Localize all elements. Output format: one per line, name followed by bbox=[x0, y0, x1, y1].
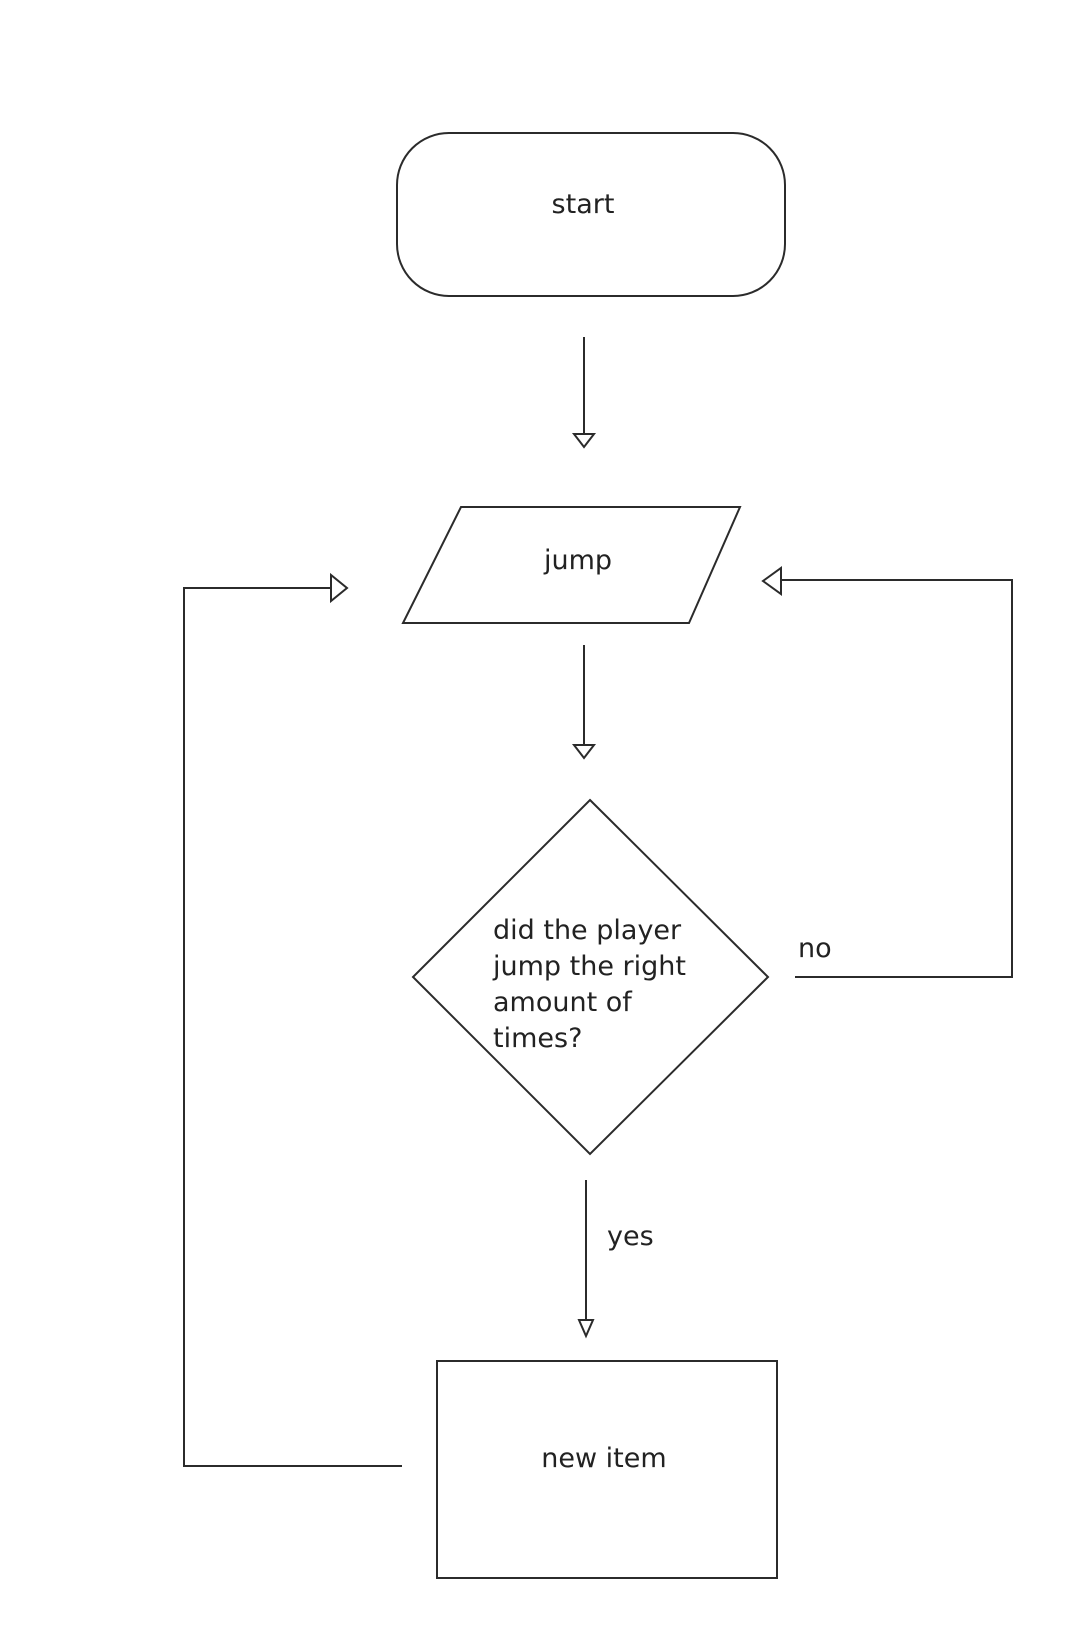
jump-label: jump bbox=[543, 545, 612, 576]
node-start: start bbox=[396, 132, 786, 297]
decision-label-line-2: jump the right bbox=[492, 951, 686, 982]
decision-diamond-shape bbox=[411, 798, 770, 1156]
decision-label: did the player jump the right amount of … bbox=[492, 915, 695, 1054]
node-new-item: new item bbox=[436, 1360, 778, 1579]
new-item-rectangle-shape bbox=[436, 1360, 778, 1579]
edge-new-item-to-jump bbox=[183, 572, 402, 1467]
edge-new-item-to-jump-arrowhead bbox=[330, 572, 349, 604]
new-item-label: new item bbox=[541, 1443, 666, 1474]
node-decision: did the player jump the right amount of … bbox=[411, 798, 770, 1156]
decision-label-line-1: did the player bbox=[493, 915, 682, 946]
edge-start-to-jump-arrowhead bbox=[571, 433, 597, 449]
start-label: start bbox=[552, 189, 615, 220]
node-jump: jump bbox=[401, 506, 742, 624]
edge-label-no: no bbox=[798, 933, 832, 964]
jump-parallelogram-shape bbox=[401, 506, 742, 624]
edge-jump-to-decision-arrowhead bbox=[571, 744, 597, 760]
edge-decision-to-jump-no: no bbox=[761, 566, 1013, 978]
edge-decision-to-jump-no-line bbox=[781, 579, 1013, 978]
edge-new-item-to-jump-line bbox=[183, 587, 402, 1467]
decision-label-line-4: times? bbox=[493, 1023, 582, 1054]
edge-decision-to-new-item-yes: yes bbox=[577, 1180, 654, 1339]
edge-decision-to-new-item-yes-arrowhead bbox=[577, 1319, 595, 1339]
edge-decision-to-jump-no-arrowhead bbox=[761, 566, 782, 596]
edge-label-yes: yes bbox=[607, 1221, 654, 1252]
edge-jump-to-decision bbox=[571, 645, 597, 760]
edge-start-to-jump bbox=[571, 337, 597, 449]
decision-label-line-3: amount of bbox=[493, 987, 633, 1018]
start-terminator-shape bbox=[396, 132, 786, 297]
